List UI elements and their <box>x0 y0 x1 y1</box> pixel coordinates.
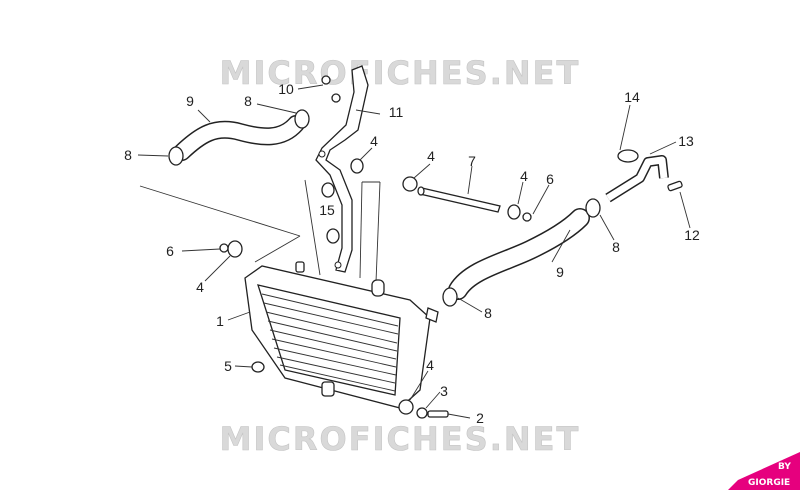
callout-6-right: 6 <box>546 171 554 187</box>
callout-10: 10 <box>278 81 294 97</box>
callout-15: 15 <box>319 202 335 218</box>
guide-lines <box>139 179 381 283</box>
callout-14: 14 <box>624 89 640 105</box>
callout-4-mid: 4 <box>427 148 435 164</box>
callout-6-left: 6 <box>166 243 174 259</box>
clamps-left <box>168 109 310 166</box>
badge-line1: BY <box>778 462 791 472</box>
grommets <box>321 182 340 244</box>
bolt-12 <box>667 180 683 192</box>
callout-5: 5 <box>224 358 232 374</box>
callout-8-left: 8 <box>124 147 132 163</box>
watermark-top: MICROFICHES.NET <box>220 54 581 92</box>
callout-9-left: 9 <box>186 93 194 109</box>
callout-4-right: 4 <box>520 168 528 184</box>
callout-12: 12 <box>684 227 700 243</box>
leader-lines <box>137 84 691 419</box>
nut-5 <box>251 361 265 373</box>
bolts-top <box>321 75 341 103</box>
screw-2 <box>427 410 449 418</box>
callout-4-bracket: 4 <box>370 133 378 149</box>
callout-7: 7 <box>468 153 476 169</box>
badge-line2: GIORGIE <box>748 478 790 488</box>
callout-8-top: 8 <box>244 93 252 109</box>
watermark-bottom: MICROFICHES.NET <box>220 420 581 458</box>
callout-8-bottom: 8 <box>484 305 492 321</box>
spacer-rod <box>417 186 501 213</box>
callout-13: 13 <box>678 133 694 149</box>
callout-9-right: 9 <box>556 264 564 280</box>
hose-left <box>173 115 305 161</box>
oil-cooler <box>244 261 439 409</box>
clamps-right <box>442 198 601 307</box>
callout-11: 11 <box>389 104 404 120</box>
metal-pipe <box>605 149 669 203</box>
mounting-bracket <box>315 65 369 273</box>
callout-4-bottom: 4 <box>426 357 434 373</box>
callout-2: 2 <box>476 410 484 426</box>
callout-numbers: 10 9 8 11 4 8 15 4 7 4 6 14 13 6 4 12 1 … <box>124 81 700 426</box>
circlips <box>219 212 532 253</box>
callout-4-left: 4 <box>196 279 204 295</box>
callout-8-right: 8 <box>612 239 620 255</box>
callout-3: 3 <box>440 383 448 399</box>
washer-3 <box>416 407 428 419</box>
giorgie-badge: BY GIORGIE <box>728 452 800 490</box>
callout-1: 1 <box>216 313 224 329</box>
hose-right <box>448 208 590 300</box>
